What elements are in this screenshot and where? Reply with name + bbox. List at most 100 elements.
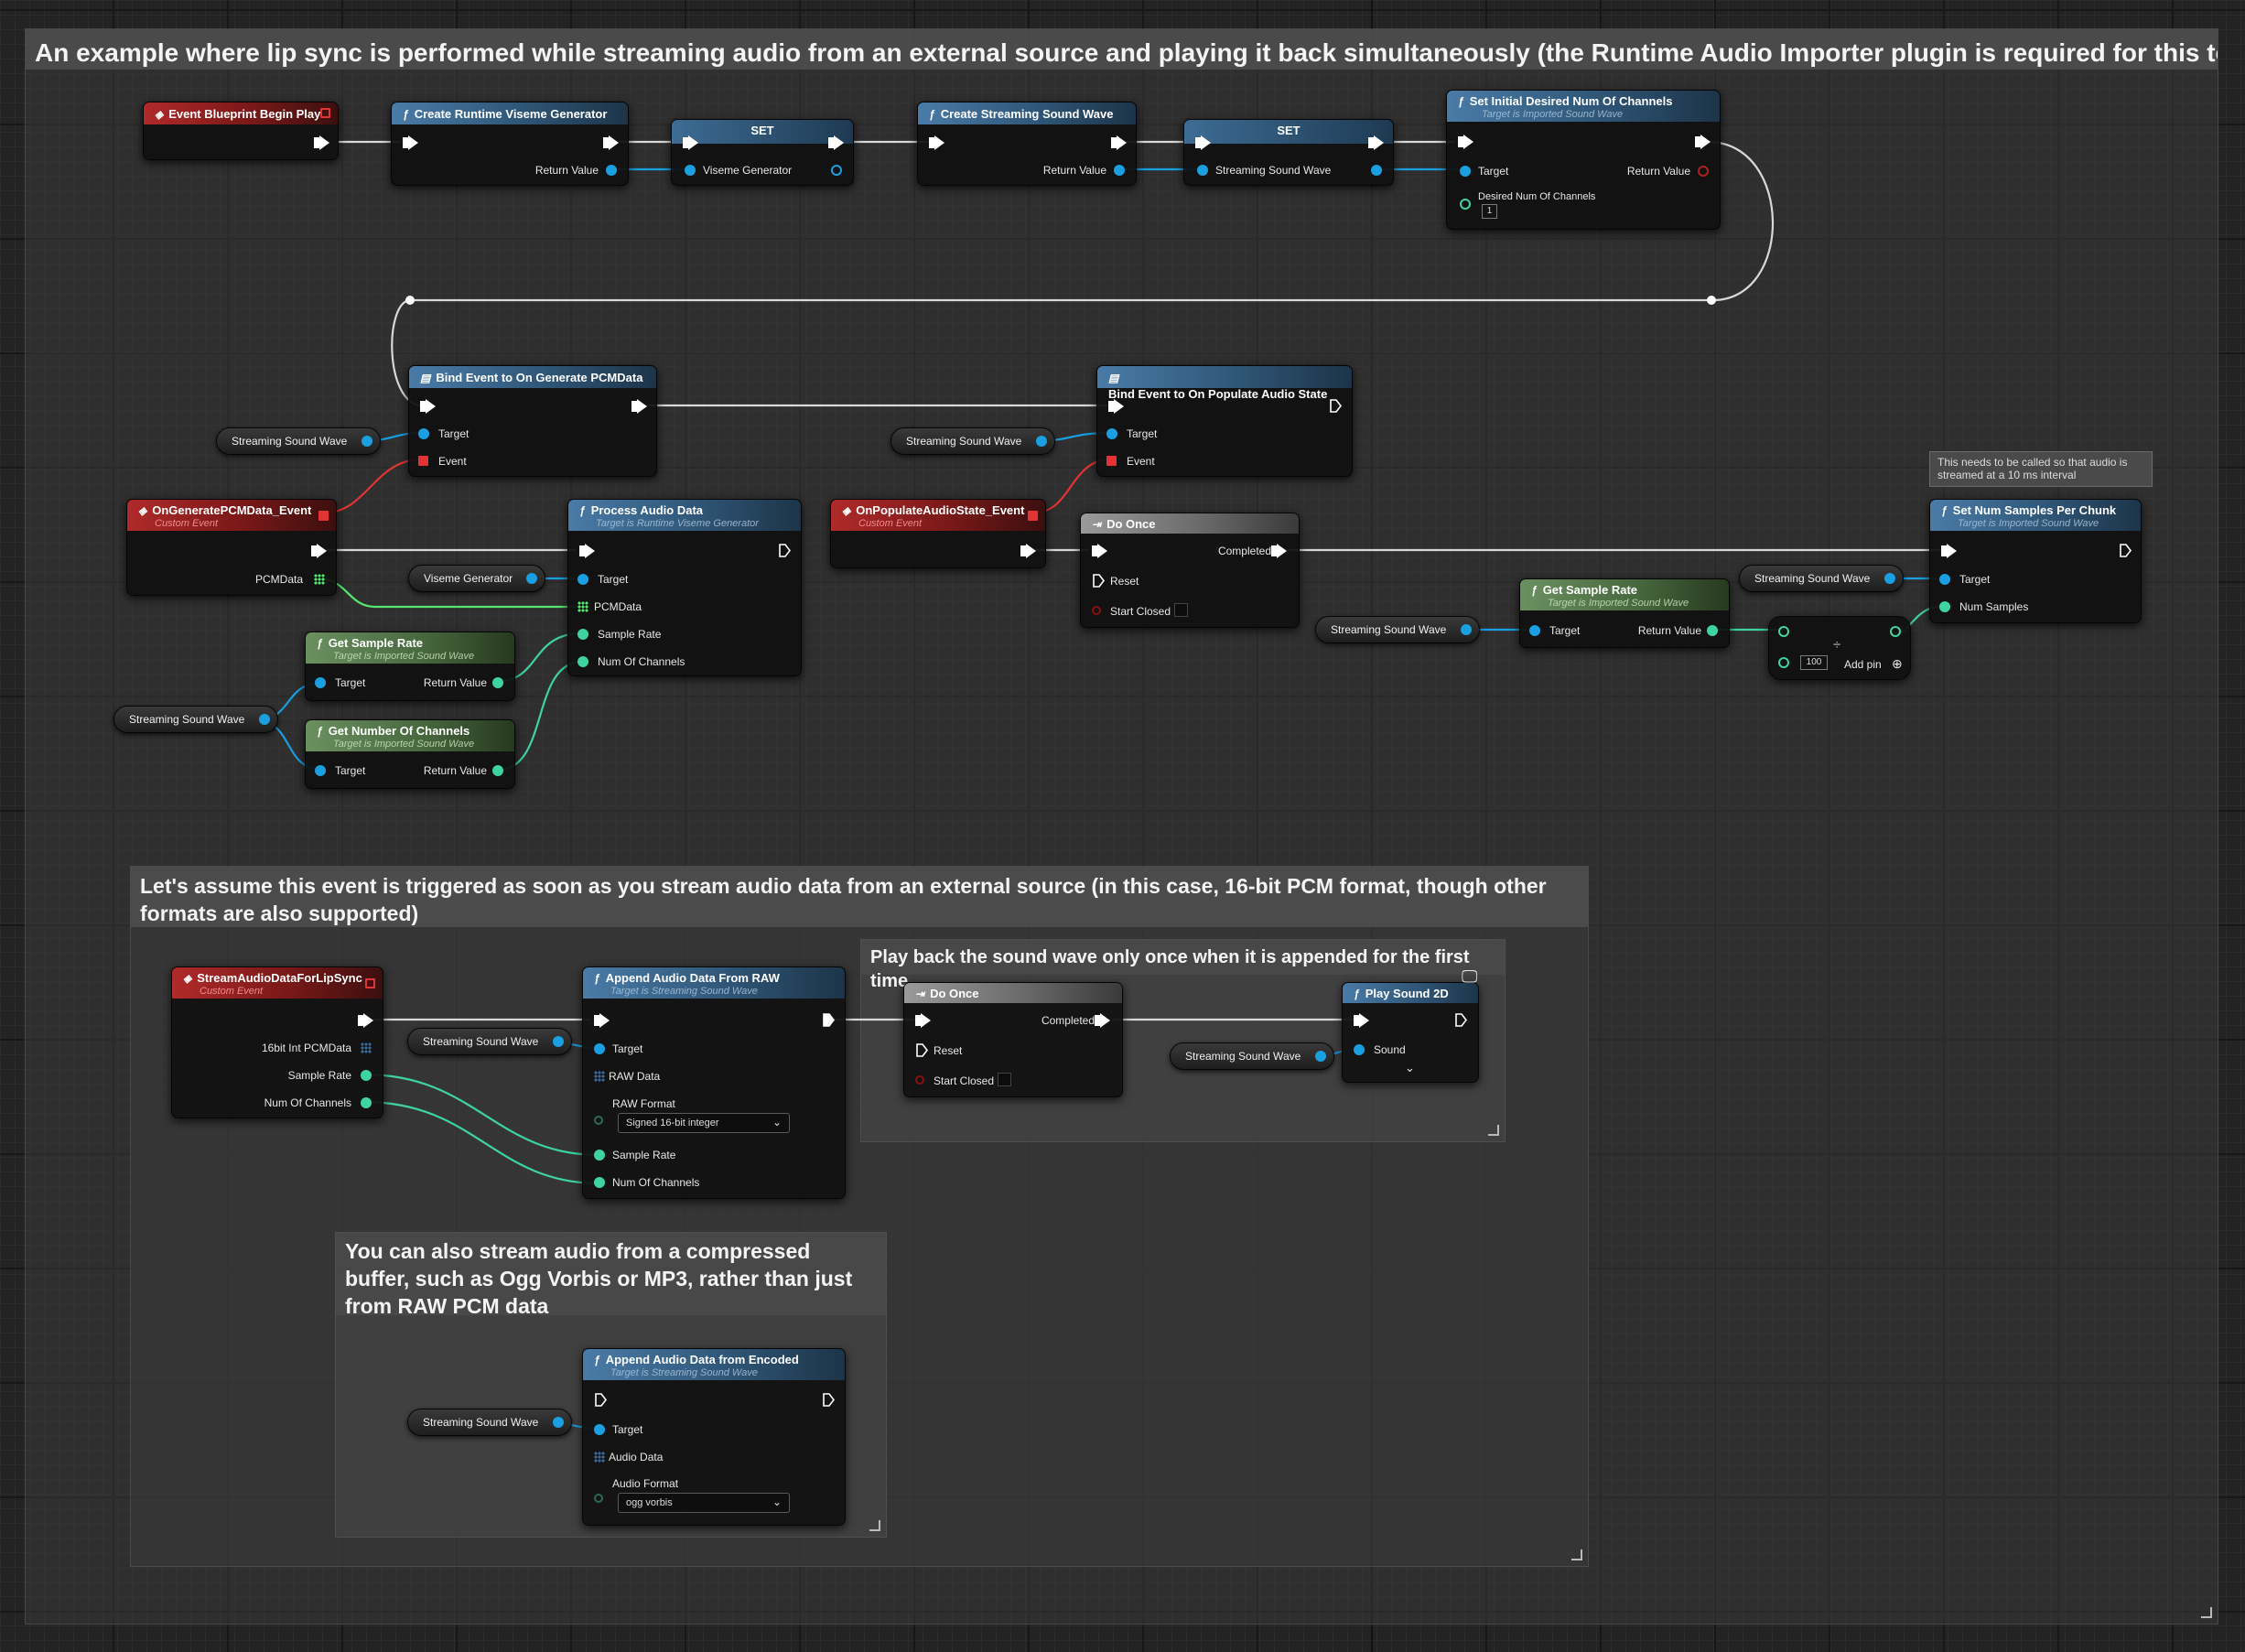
- target-pin-icon[interactable]: [315, 677, 326, 688]
- exec-out-pin-icon[interactable]: [363, 1013, 373, 1028]
- exec-out-pin-icon[interactable]: [1100, 1013, 1110, 1028]
- sample-rate-pin-icon[interactable]: [577, 629, 588, 640]
- resize-handle-icon[interactable]: [1571, 1549, 1582, 1560]
- delegate-pin-icon[interactable]: [318, 511, 329, 521]
- node-create-viseme-generator[interactable]: ƒCreate Runtime Viseme Generator Return …: [391, 102, 629, 186]
- return-pin-icon[interactable]: [606, 165, 617, 176]
- reset-pin-icon[interactable]: [1092, 574, 1106, 588]
- sample-rate-pin-icon[interactable]: [361, 1070, 372, 1081]
- exec-in-pin-icon[interactable]: [934, 135, 944, 150]
- array-pin-icon[interactable]: [594, 1071, 605, 1082]
- var-pin-icon[interactable]: [362, 436, 372, 447]
- var-streaming-sound-wave[interactable]: Streaming Sound Wave: [216, 427, 381, 455]
- node-get-number-of-channels[interactable]: ƒGet Number Of Channels Target is Import…: [305, 719, 515, 789]
- exec-out-pin-icon[interactable]: [317, 544, 327, 558]
- var-pin-icon[interactable]: [1315, 1051, 1326, 1062]
- raw-format-dropdown[interactable]: Signed 16-bit integer⌄: [618, 1113, 790, 1133]
- exec-in-pin-icon[interactable]: [1114, 399, 1124, 414]
- start-closed-pin-icon[interactable]: [1092, 606, 1101, 615]
- target-pin-icon[interactable]: [1529, 625, 1540, 636]
- var-pin-icon[interactable]: [1884, 573, 1895, 584]
- sound-pin-icon[interactable]: [1354, 1044, 1365, 1055]
- audio-format-dropdown[interactable]: ogg vorbis⌄: [618, 1493, 790, 1513]
- delegate-pin-icon[interactable]: [1028, 511, 1038, 521]
- add-pin-icon[interactable]: ⊕: [1892, 657, 1903, 670]
- node-begin-play[interactable]: ◈Event Blueprint Begin Play: [143, 102, 339, 160]
- var-streaming-sound-wave[interactable]: Streaming Sound Wave: [1170, 1042, 1334, 1070]
- expand-chevron-icon[interactable]: ⌄: [1405, 1062, 1415, 1074]
- exec-out-pin-icon[interactable]: [637, 399, 647, 414]
- format-pin-icon[interactable]: [594, 1494, 603, 1503]
- target-pin-icon[interactable]: [594, 1424, 605, 1435]
- start-closed-pin-icon[interactable]: [915, 1075, 924, 1085]
- array-pin-icon[interactable]: [361, 1042, 372, 1053]
- exec-in-pin-icon[interactable]: [1947, 544, 1957, 558]
- input-pin-icon[interactable]: [685, 165, 696, 176]
- return-pin-icon[interactable]: [1114, 165, 1125, 176]
- node-do-once[interactable]: ⇥Do Once Completed Reset Start Closed: [903, 982, 1123, 1097]
- target-pin-icon[interactable]: [418, 428, 429, 439]
- delegate-pin-icon[interactable]: [365, 978, 375, 988]
- channels-pin-icon[interactable]: [594, 1177, 605, 1188]
- resize-handle-icon[interactable]: [869, 1520, 880, 1531]
- a-pin-icon[interactable]: [1778, 626, 1789, 637]
- node-on-populate-audio-state-event[interactable]: ◈OnPopulateAudioState_Event Custom Event: [830, 499, 1046, 568]
- exec-out-pin-icon[interactable]: [822, 1013, 836, 1027]
- return-pin-icon[interactable]: [1698, 166, 1709, 177]
- node-set-viseme[interactable]: SET Viseme Generator: [671, 119, 854, 186]
- target-pin-icon[interactable]: [315, 765, 326, 776]
- node-append-audio-data-from-raw[interactable]: ƒAppend Audio Data From RAW Target is St…: [582, 966, 846, 1199]
- node-get-sample-rate[interactable]: ƒGet Sample Rate Target is Imported Soun…: [305, 632, 515, 701]
- exec-out-pin-icon[interactable]: [319, 135, 329, 150]
- resize-handle-icon[interactable]: [2201, 1607, 2212, 1618]
- node-do-once[interactable]: ⇥Do Once Completed Reset Start Closed: [1080, 513, 1300, 628]
- exec-out-pin-icon[interactable]: [609, 135, 619, 150]
- array-pin-icon[interactable]: [594, 1452, 605, 1463]
- node-bind-on-populate-audio-state[interactable]: ▤Bind Event to On Populate Audio State T…: [1096, 365, 1353, 477]
- channels-value-input[interactable]: 1: [1482, 204, 1497, 219]
- reset-pin-icon[interactable]: [915, 1043, 929, 1057]
- exec-in-pin-icon[interactable]: [1463, 135, 1473, 149]
- target-pin-icon[interactable]: [594, 1043, 605, 1054]
- node-append-audio-data-from-encoded[interactable]: ƒAppend Audio Data from Encoded Target i…: [582, 1348, 846, 1526]
- exec-out-pin-icon[interactable]: [1329, 399, 1343, 413]
- exec-in-pin-icon[interactable]: [585, 544, 595, 558]
- exec-out-pin-icon[interactable]: [1117, 135, 1127, 150]
- node-set-streaming-sound-wave[interactable]: SET Streaming Sound Wave: [1183, 119, 1394, 186]
- target-pin-icon[interactable]: [1939, 574, 1950, 585]
- result-pin-icon[interactable]: [1890, 626, 1901, 637]
- node-get-sample-rate[interactable]: ƒGet Sample Rate Target is Imported Soun…: [1519, 578, 1730, 648]
- event-pin-icon[interactable]: [1106, 456, 1117, 466]
- node-process-audio-data[interactable]: ƒProcess Audio Data Target is Runtime Vi…: [567, 499, 802, 676]
- exec-out-pin-icon[interactable]: [1374, 135, 1384, 150]
- var-streaming-sound-wave[interactable]: Streaming Sound Wave: [407, 1028, 572, 1055]
- node-set-initial-desired-channels[interactable]: ƒSet Initial Desired Num Of Channels Tar…: [1446, 90, 1721, 230]
- target-pin-icon[interactable]: [1460, 166, 1471, 177]
- node-set-num-samples-per-chunk[interactable]: ƒSet Num Samples Per Chunk Target is Imp…: [1929, 499, 2142, 623]
- output-pin-icon[interactable]: [1371, 165, 1382, 176]
- target-pin-icon[interactable]: [577, 574, 588, 585]
- exec-in-pin-icon[interactable]: [688, 135, 698, 150]
- return-pin-icon[interactable]: [492, 765, 503, 776]
- resize-handle-icon[interactable]: [1488, 1125, 1499, 1136]
- var-viseme-generator[interactable]: Viseme Generator: [408, 565, 545, 592]
- var-pin-icon[interactable]: [553, 1036, 564, 1047]
- delegate-pin-icon[interactable]: [320, 108, 330, 118]
- exec-in-pin-icon[interactable]: [1201, 135, 1211, 150]
- var-streaming-sound-wave[interactable]: Streaming Sound Wave: [1739, 565, 1904, 592]
- exec-out-pin-icon[interactable]: [2119, 544, 2132, 557]
- divisor-input[interactable]: 100: [1800, 655, 1828, 670]
- channels-pin-icon[interactable]: [577, 656, 588, 667]
- exec-in-pin-icon[interactable]: [1097, 544, 1107, 558]
- exec-out-pin-icon[interactable]: [1277, 544, 1287, 558]
- num-samples-pin-icon[interactable]: [1939, 601, 1950, 612]
- return-pin-icon[interactable]: [1707, 625, 1718, 636]
- exec-out-pin-icon[interactable]: [778, 544, 792, 557]
- b-pin-icon[interactable]: [1778, 657, 1789, 668]
- exec-in-pin-icon[interactable]: [599, 1013, 610, 1028]
- event-pin-icon[interactable]: [418, 456, 428, 466]
- node-bind-on-generate-pcmdata[interactable]: ▤Bind Event to On Generate PCMData Targe…: [408, 365, 657, 477]
- exec-out-pin-icon[interactable]: [822, 1393, 836, 1407]
- var-streaming-sound-wave[interactable]: Streaming Sound Wave: [1315, 616, 1480, 643]
- exec-out-pin-icon[interactable]: [1454, 1013, 1468, 1027]
